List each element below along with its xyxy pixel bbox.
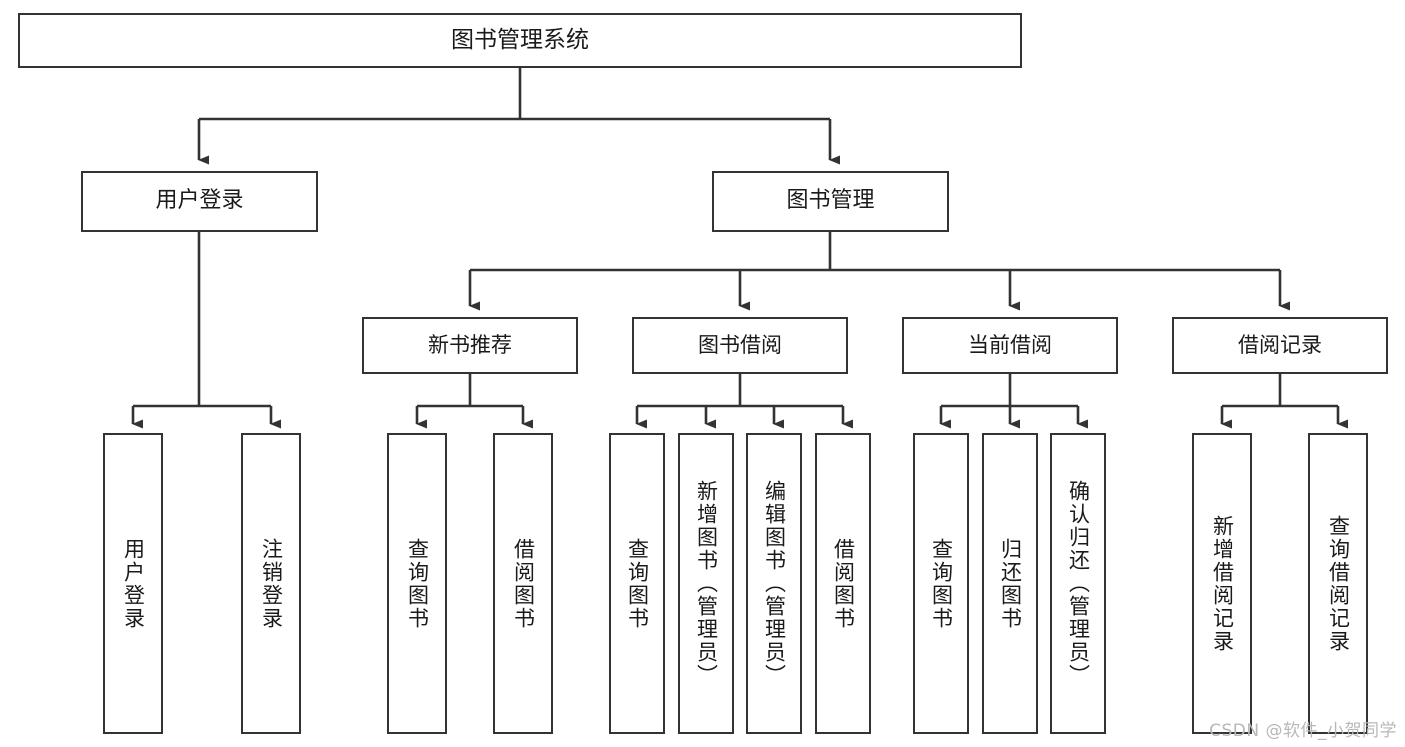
leaf-borrow-add-book-label: 新增图书（管理员） [694,480,719,687]
leaf-user-login-signin[interactable]: 用户登录 [103,433,163,734]
node-root-system[interactable]: 图书管理系统 [18,13,1022,68]
node-borrow-record-label: 借阅记录 [1238,332,1322,357]
leaf-new-book-borrow-label: 借阅图书 [511,537,536,630]
leaf-new-book-query[interactable]: 查询图书 [387,433,447,734]
node-root-label: 图书管理系统 [451,26,589,53]
leaf-borrow-borrow-book[interactable]: 借阅图书 [815,433,871,734]
leaf-user-login-signout-label: 注销登录 [259,537,284,630]
leaf-current-return-book[interactable]: 归还图书 [982,433,1038,734]
leaf-current-query-book-label: 查询图书 [929,537,954,630]
leaf-user-login-signin-label: 用户登录 [121,537,146,630]
leaf-current-confirm-return[interactable]: 确认归还（管理员） [1050,433,1106,734]
leaf-current-return-book-label: 归还图书 [998,537,1023,630]
node-current-borrow-label: 当前借阅 [968,332,1052,357]
leaf-record-add-label: 新增借阅记录 [1210,514,1235,653]
node-book-borrow-label: 图书借阅 [698,332,782,357]
leaf-borrow-add-book[interactable]: 新增图书（管理员） [678,433,734,734]
leaf-borrow-edit-book[interactable]: 编辑图书（管理员） [746,433,802,734]
node-book-management-label: 图书管理 [786,188,875,214]
node-user-login-label: 用户登录 [155,188,244,214]
node-new-book-recommend[interactable]: 新书推荐 [362,317,578,374]
node-book-management[interactable]: 图书管理 [712,171,949,232]
node-book-borrow[interactable]: 图书借阅 [632,317,848,374]
node-current-borrow[interactable]: 当前借阅 [902,317,1118,374]
leaf-user-login-signout[interactable]: 注销登录 [241,433,301,734]
leaf-new-book-borrow[interactable]: 借阅图书 [493,433,553,734]
leaf-borrow-borrow-book-label: 借阅图书 [831,537,856,630]
leaf-record-query-label: 查询借阅记录 [1326,514,1351,653]
leaf-borrow-query-book-label: 查询图书 [625,537,650,630]
leaf-record-add[interactable]: 新增借阅记录 [1192,433,1252,734]
node-new-book-recommend-label: 新书推荐 [428,332,512,357]
leaf-current-query-book[interactable]: 查询图书 [913,433,969,734]
node-user-login[interactable]: 用户登录 [81,171,318,232]
leaf-borrow-query-book[interactable]: 查询图书 [609,433,665,734]
leaf-new-book-query-label: 查询图书 [405,537,430,630]
leaf-record-query[interactable]: 查询借阅记录 [1308,433,1368,734]
leaf-borrow-edit-book-label: 编辑图书（管理员） [762,480,787,687]
leaf-current-confirm-return-label: 确认归还（管理员） [1066,480,1091,687]
node-borrow-record[interactable]: 借阅记录 [1172,317,1388,374]
